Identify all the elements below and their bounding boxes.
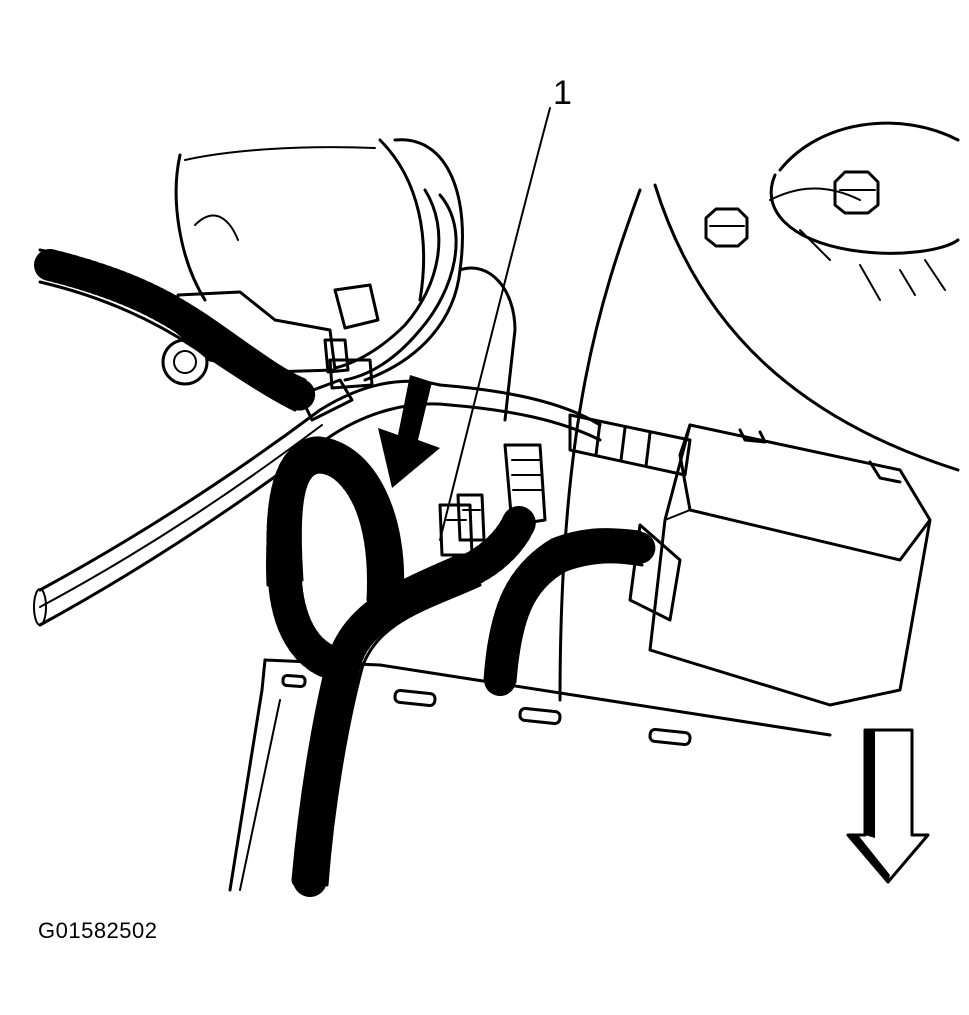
strut-tower-panel: [558, 121, 960, 702]
connector-module: [568, 413, 932, 707]
black-direction-arrow-icon: [378, 375, 440, 488]
corrugated-harness: [266, 436, 656, 897]
bolt-upper: [833, 170, 880, 215]
corrugated-cable-left: [34, 248, 316, 412]
bolt-lower: [704, 207, 749, 248]
battery-terminal: [161, 283, 380, 386]
callout-1: 1: [439, 74, 572, 541]
mounting-bracket: [228, 658, 832, 892]
figure-id-label: G01582502: [38, 918, 158, 943]
engine-cover: [174, 138, 517, 422]
callout-number: 1: [553, 74, 572, 112]
outline-down-arrow-icon: [846, 728, 930, 884]
thin-cable-loop: [333, 188, 458, 382]
